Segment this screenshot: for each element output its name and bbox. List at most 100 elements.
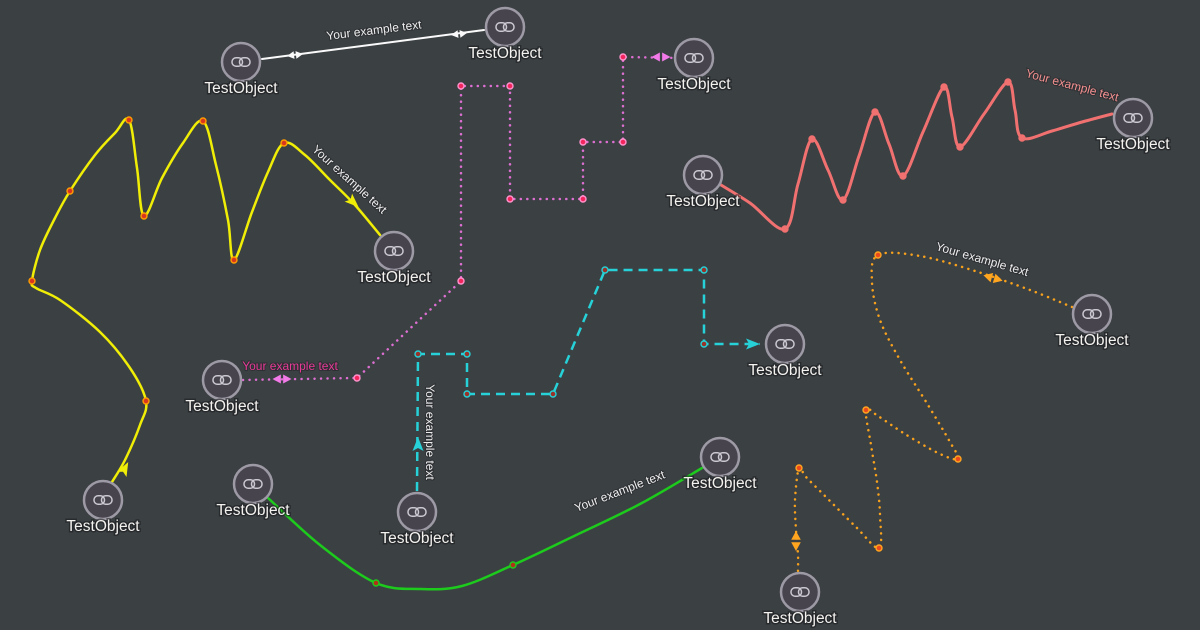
node-circle[interactable] — [764, 323, 806, 365]
node-8[interactable]: TestObject — [379, 491, 456, 549]
yellow-spline-edge[interactable] — [30, 117, 382, 484]
salmon-zigzag-edge-bend-handle[interactable] — [1018, 134, 1026, 142]
orange-dotted-wave-edge-bend-handle[interactable] — [862, 406, 870, 414]
salmon-zigzag-edge-label[interactable]: Your example text — [1023, 65, 1122, 105]
yellow-spline-edge-label[interactable]: Your example text — [308, 141, 391, 218]
node-circle[interactable] — [201, 359, 243, 401]
node-label[interactable]: TestObject — [184, 397, 261, 417]
node-6[interactable]: TestObject — [65, 479, 142, 537]
node-1[interactable]: TestObject — [203, 41, 280, 99]
cyan-dashed-edge-bend-handle[interactable] — [601, 266, 609, 274]
node-10[interactable]: TestObject — [682, 436, 759, 494]
node-circle[interactable] — [673, 37, 715, 79]
cyan-dashed-edge-bend-handle[interactable] — [700, 266, 708, 274]
salmon-zigzag-edge-bend-handle[interactable] — [1004, 78, 1012, 86]
node-label[interactable]: TestObject — [356, 268, 433, 288]
link-icon — [243, 479, 263, 489]
node-label[interactable]: TestObject — [682, 474, 759, 494]
node-circle[interactable] — [682, 154, 724, 196]
orange-dotted-wave-edge-bend-handle[interactable] — [954, 455, 962, 463]
node-label[interactable]: TestObject — [65, 517, 142, 537]
cyan-dashed-edge-bend-handle[interactable] — [463, 350, 471, 358]
yellow-spline-edge-bend-handle[interactable] — [230, 256, 238, 264]
magenta-dotted-orthogonal-edge-bend-handle[interactable] — [579, 138, 587, 146]
orange-dotted-wave-edge-bend-handle[interactable] — [795, 464, 803, 472]
node-circle[interactable] — [484, 6, 526, 48]
yellow-spline-edge-bend-handle[interactable] — [140, 212, 148, 220]
salmon-zigzag-edge-bend-handle[interactable] — [956, 143, 964, 151]
yellow-spline-edge-bend-handle[interactable] — [125, 116, 133, 124]
node-7[interactable]: TestObject — [215, 463, 292, 521]
salmon-zigzag-edge-bend-handle[interactable] — [871, 108, 879, 116]
node-14[interactable]: TestObject — [762, 571, 839, 629]
node-9[interactable]: TestObject — [747, 323, 824, 381]
node-label[interactable]: TestObject — [762, 609, 839, 629]
node-5[interactable]: TestObject — [184, 359, 261, 417]
node-circle[interactable] — [1112, 97, 1154, 139]
node-circle[interactable] — [1071, 293, 1113, 335]
cyan-dashed-edge-bend-handle[interactable] — [463, 390, 471, 398]
magenta-dotted-orthogonal-edge-bend-handle[interactable] — [457, 277, 465, 285]
salmon-zigzag-edge-bend-handle[interactable] — [899, 172, 907, 180]
node-label[interactable]: TestObject — [215, 501, 292, 521]
node-circle[interactable] — [373, 230, 415, 272]
cyan-dashed-edge[interactable] — [415, 268, 760, 492]
cyan-dashed-edge-bend-handle[interactable] — [414, 350, 422, 358]
salmon-zigzag-edge-bend-handle[interactable] — [808, 135, 816, 143]
yellow-spline-edge-bend-handle[interactable] — [28, 277, 36, 285]
green-curve-edge[interactable] — [266, 466, 704, 591]
node-circle[interactable] — [232, 463, 274, 505]
magenta-dotted-orthogonal-edge[interactable] — [241, 55, 678, 382]
node-2[interactable]: TestObject — [467, 6, 544, 64]
orange-dotted-wave-edge-bend-handle[interactable] — [874, 251, 882, 259]
node-label[interactable]: TestObject — [203, 79, 280, 99]
yellow-spline-edge-bend-handle[interactable] — [66, 187, 74, 195]
yellow-spline-edge-bend-handle[interactable] — [280, 139, 288, 147]
magenta-dotted-orthogonal-edge-bend-handle[interactable] — [506, 195, 514, 203]
magenta-dotted-orthogonal-edge-bend-handle[interactable] — [353, 374, 361, 382]
magenta-dotted-orthogonal-edge-bend-handle[interactable] — [619, 138, 627, 146]
magenta-dotted-orthogonal-edge-bend-handle[interactable] — [506, 82, 514, 90]
node-circle[interactable] — [82, 479, 124, 521]
orange-dotted-wave-edge[interactable] — [793, 251, 1074, 573]
node-label[interactable]: TestObject — [665, 192, 742, 212]
node-circle[interactable] — [699, 436, 741, 478]
yellow-spline-edge-bend-handle[interactable] — [142, 397, 150, 405]
orange-dotted-wave-edge-bend-handle[interactable] — [875, 544, 883, 552]
cyan-dashed-edge-label[interactable]: Your example text — [422, 383, 438, 481]
salmon-zigzag-edge[interactable] — [719, 80, 1114, 231]
node-label[interactable]: TestObject — [656, 75, 733, 95]
node-4[interactable]: TestObject — [356, 230, 433, 288]
magenta-dotted-orthogonal-edge-bend-handle[interactable] — [457, 82, 465, 90]
link-icon — [775, 339, 795, 349]
green-curve-edge-bend-handle[interactable] — [509, 561, 517, 569]
link-icon — [790, 587, 810, 597]
green-curve-edge-label[interactable]: Your example text — [572, 466, 669, 516]
node-label[interactable]: TestObject — [1095, 135, 1172, 155]
node-label[interactable]: TestObject — [747, 361, 824, 381]
magenta-dotted-orthogonal-edge-bend-handle[interactable] — [579, 195, 587, 203]
node-circle[interactable] — [396, 491, 438, 533]
node-circle[interactable] — [220, 41, 262, 83]
cyan-dashed-edge-bend-handle[interactable] — [549, 390, 557, 398]
orange-dotted-wave-edge-label[interactable]: Your example text — [933, 238, 1031, 280]
node-circle[interactable] — [779, 571, 821, 613]
nodes-layer: TestObjectTestObjectTestObjectTestObject… — [65, 6, 1172, 629]
green-curve-edge-bend-handle[interactable] — [372, 579, 380, 587]
cyan-dashed-edge-bend-handle[interactable] — [700, 340, 708, 348]
magenta-dotted-orthogonal-edge-label[interactable]: Your example text — [241, 358, 339, 374]
node-label[interactable]: TestObject — [1054, 331, 1131, 351]
node-13[interactable]: TestObject — [1054, 293, 1131, 351]
yellow-spline-edge-bend-handle[interactable] — [199, 117, 207, 125]
cyan-dashed-edge-single-arrow-icon — [412, 437, 424, 451]
salmon-zigzag-edge-bend-handle[interactable] — [940, 83, 948, 91]
node-12[interactable]: TestObject — [1095, 97, 1172, 155]
magenta-dotted-orthogonal-edge-bend-handle[interactable] — [619, 53, 627, 61]
node-label[interactable]: TestObject — [379, 529, 456, 549]
salmon-zigzag-edge-bend-handle[interactable] — [839, 196, 847, 204]
salmon-zigzag-edge-bend-handle[interactable] — [781, 225, 789, 233]
node-11[interactable]: TestObject — [665, 154, 742, 212]
node-label[interactable]: TestObject — [467, 44, 544, 64]
node-3[interactable]: TestObject — [656, 37, 733, 95]
